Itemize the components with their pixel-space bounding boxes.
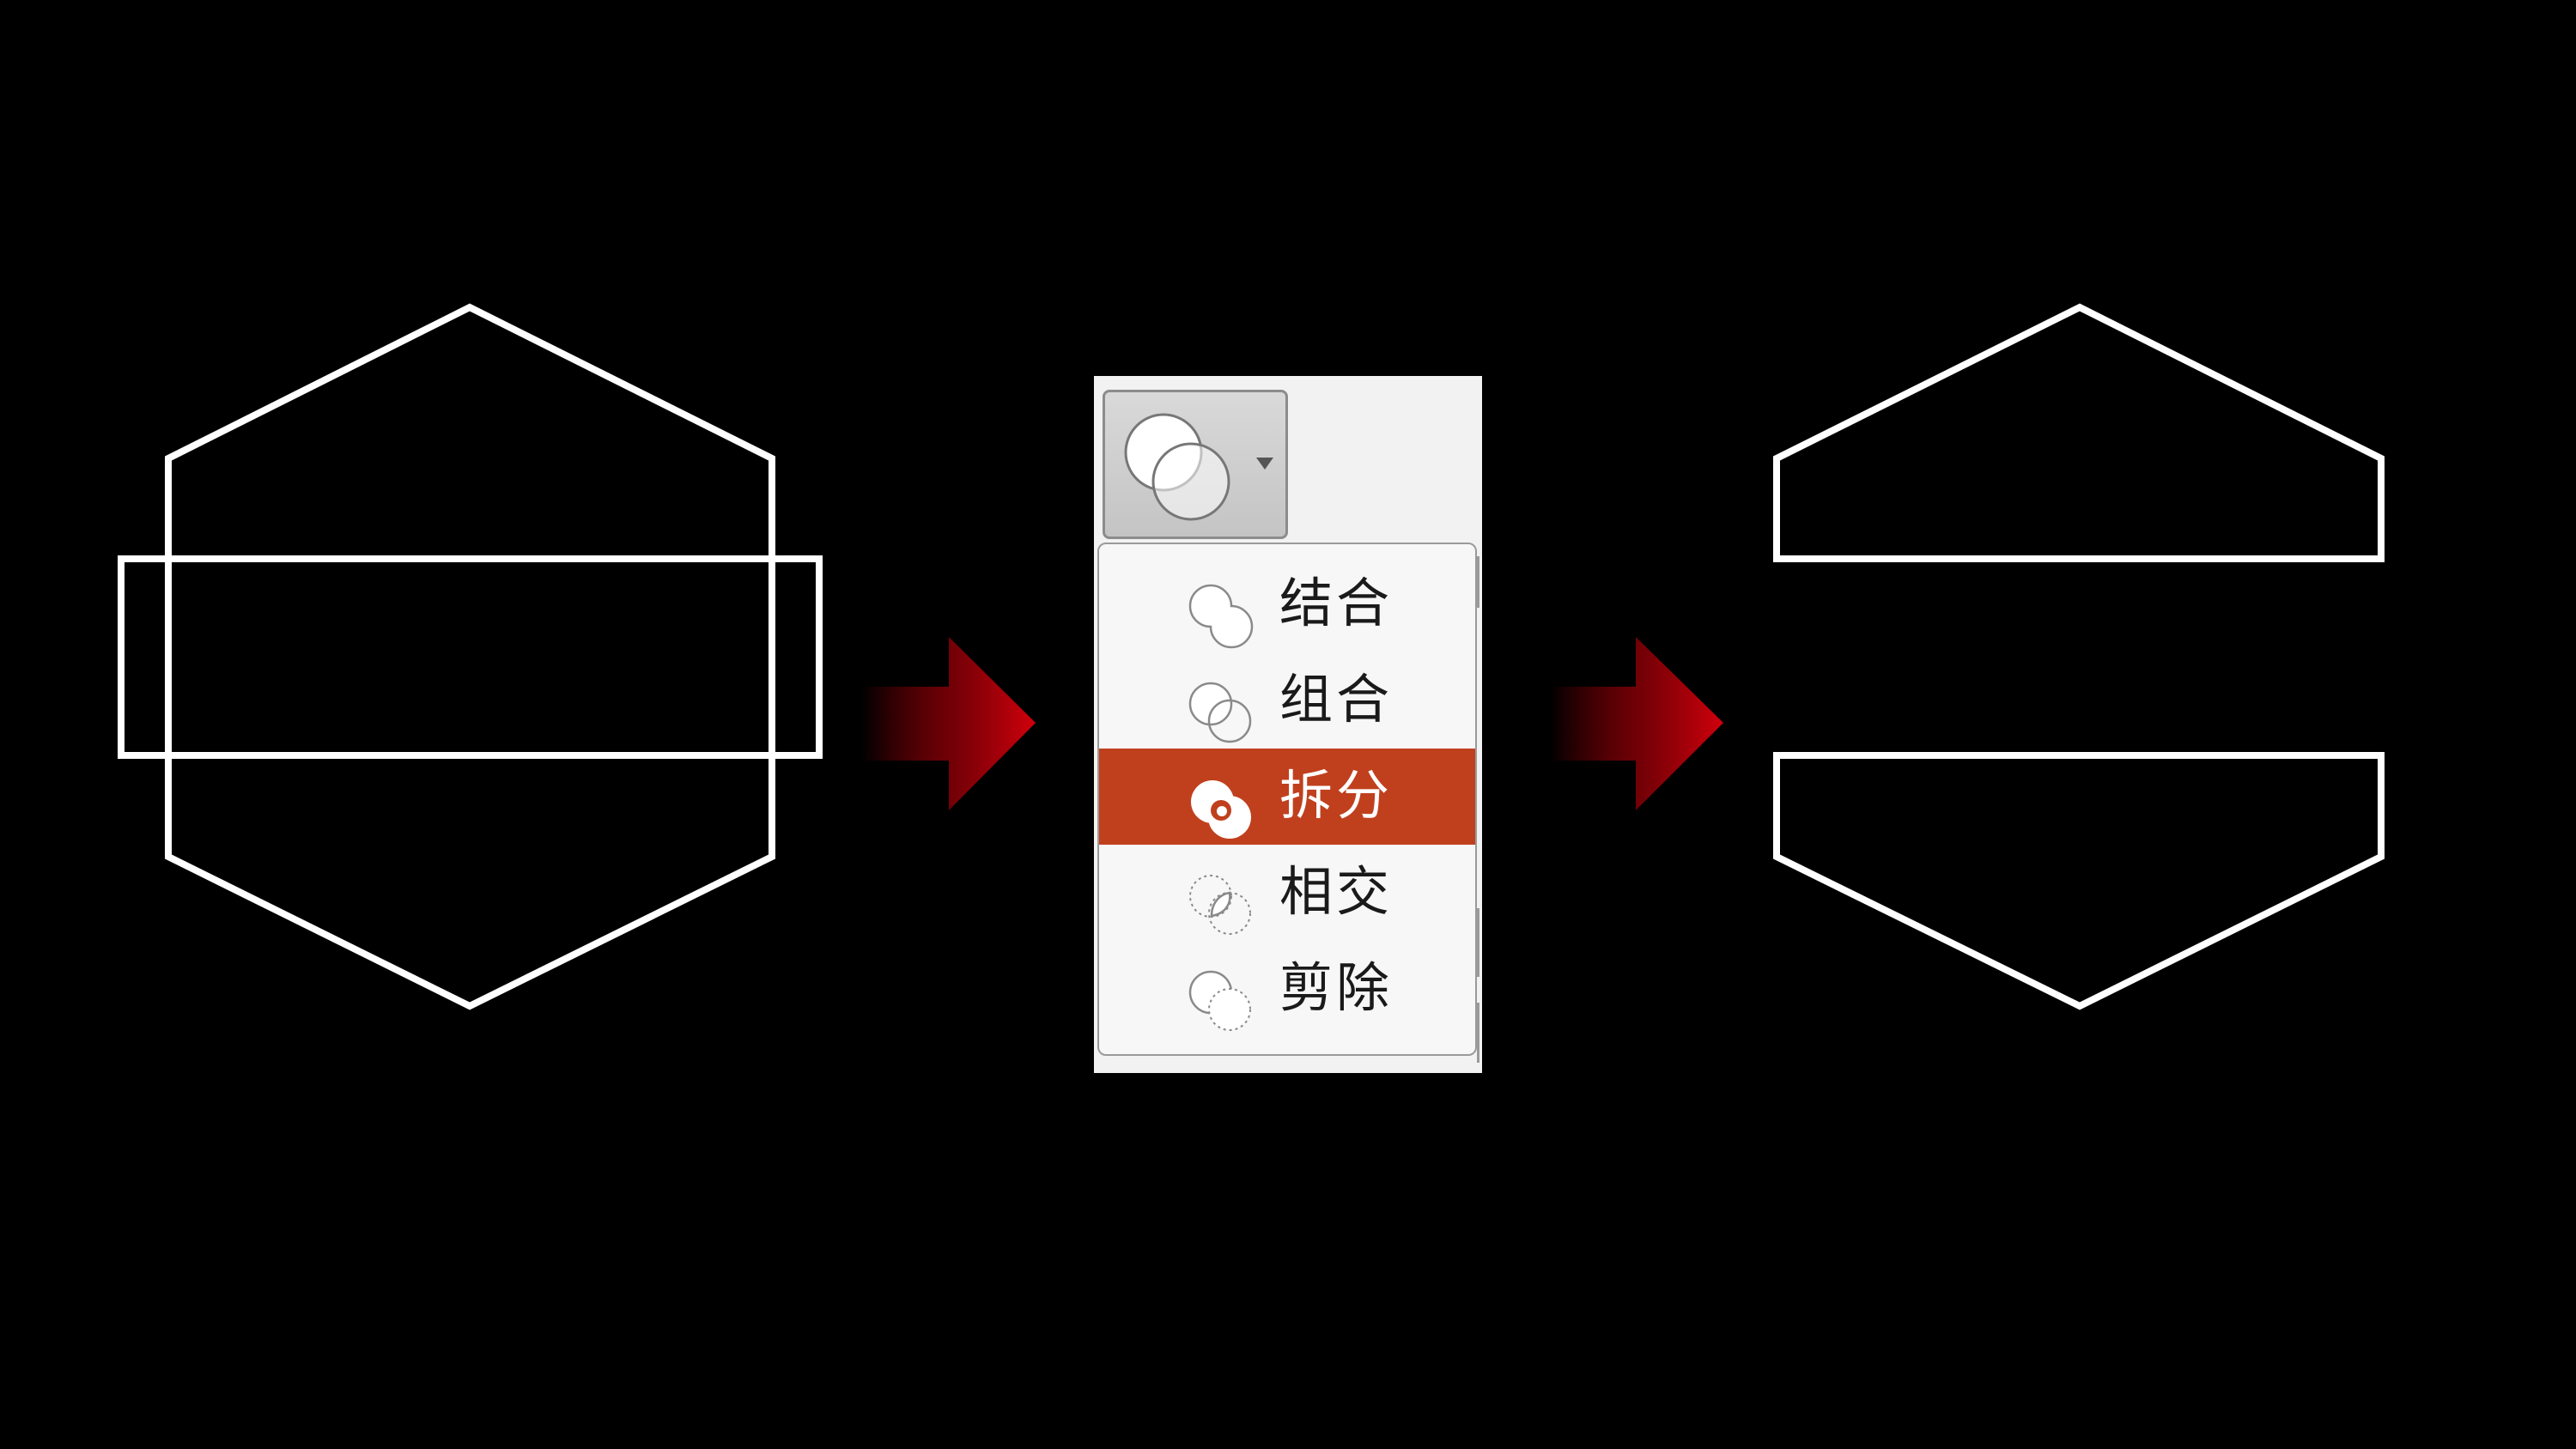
- arrow-right-icon: [1550, 637, 1723, 810]
- chevron-down-icon[interactable]: [1256, 458, 1273, 470]
- merge-shapes-panel: 结合 组合 拆分 相交: [1094, 376, 1482, 1073]
- combine-icon: [1188, 682, 1252, 743]
- rectangle-outline: [118, 555, 823, 759]
- hexagon-outline: [165, 303, 775, 1010]
- union-icon: [1188, 584, 1254, 649]
- menu-item-label: 组合: [1279, 668, 1394, 731]
- merge-shapes-menu: 结合 组合 拆分 相交: [1097, 543, 1477, 1056]
- bottom-fragment-outline: [1773, 752, 2385, 1010]
- divider: [1477, 1003, 1479, 1063]
- menu-item-fragment[interactable]: 拆分: [1099, 749, 1475, 845]
- menu-item-combine[interactable]: 组合: [1099, 652, 1475, 749]
- merge-shapes-button[interactable]: [1103, 390, 1288, 539]
- menu-item-label: 剪除: [1279, 956, 1394, 1019]
- menu-item-label: 拆分: [1279, 764, 1394, 827]
- merge-shapes-icon: [1124, 413, 1230, 521]
- menu-item-union[interactable]: 结合: [1099, 556, 1475, 652]
- menu-item-label: 结合: [1279, 572, 1394, 634]
- arrow-right-icon: [861, 637, 1036, 810]
- fragment-icon: [1191, 780, 1251, 839]
- divider: [1477, 908, 1479, 977]
- menu-item-subtract[interactable]: 剪除: [1099, 941, 1475, 1037]
- divider: [1477, 556, 1479, 608]
- intersect-icon: [1189, 875, 1251, 935]
- subtract-icon: [1188, 970, 1251, 1031]
- menu-item-label: 相交: [1279, 860, 1394, 923]
- menu-item-intersect[interactable]: 相交: [1099, 845, 1475, 941]
- top-fragment-outline: [1773, 303, 2385, 562]
